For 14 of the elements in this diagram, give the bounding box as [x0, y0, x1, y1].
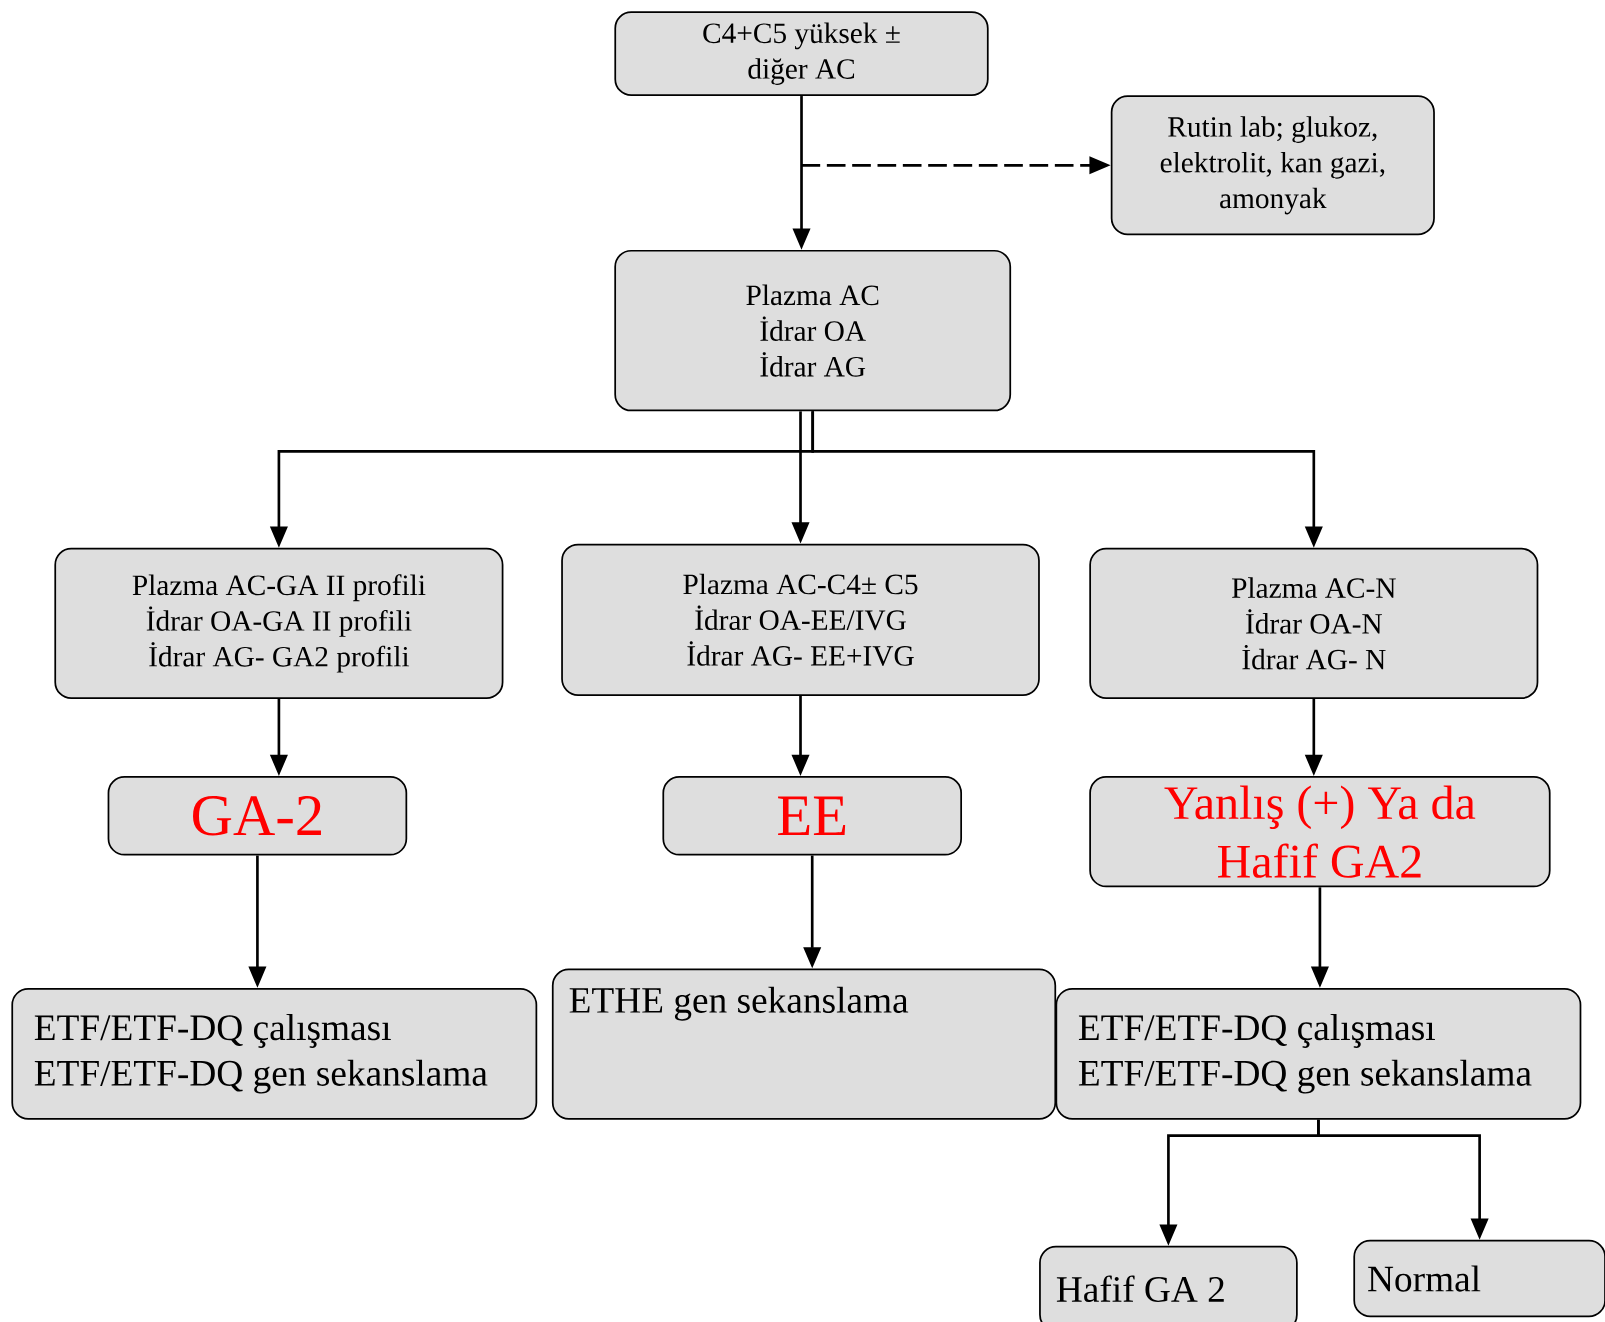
process-box: Plazma AC-N İdrar OA-N İdrar AG- N — [1089, 547, 1539, 699]
process-box: Rutin lab; glukoz, elektrolit, kan gazi, amonyak — [1110, 95, 1435, 236]
process-box: Plazma AC İdrar OA İdrar AG — [614, 249, 1012, 412]
process-box: Plazma AC-GA II profili İdrar OA-GA II profili İdrar AG- GA2 profili — [54, 547, 504, 699]
process-box: Normal — [1353, 1239, 1605, 1318]
process-box: C4+C5 yüksek ± diğer AC — [614, 11, 989, 97]
process-box: Plazma AC-C4± C5 İdrar OA-EE/IVG İdrar AG- EE+IVG — [561, 543, 1040, 696]
process-box: ETF/ETF-DQ çalışması ETF/ETF-DQ gen sekanslama — [11, 987, 538, 1120]
result-box: Yanlış (+) Ya da Hafif GA2 — [1089, 776, 1551, 888]
process-box: ETF/ETF-DQ çalışması ETF/ETF-DQ gen sekanslama — [1055, 987, 1582, 1120]
result-box: GA-2 — [107, 776, 408, 856]
process-box: Hafif GA 2 — [1039, 1245, 1298, 1322]
process-box: ETHE gen sekanslama — [551, 968, 1057, 1120]
result-box: EE — [662, 776, 962, 856]
